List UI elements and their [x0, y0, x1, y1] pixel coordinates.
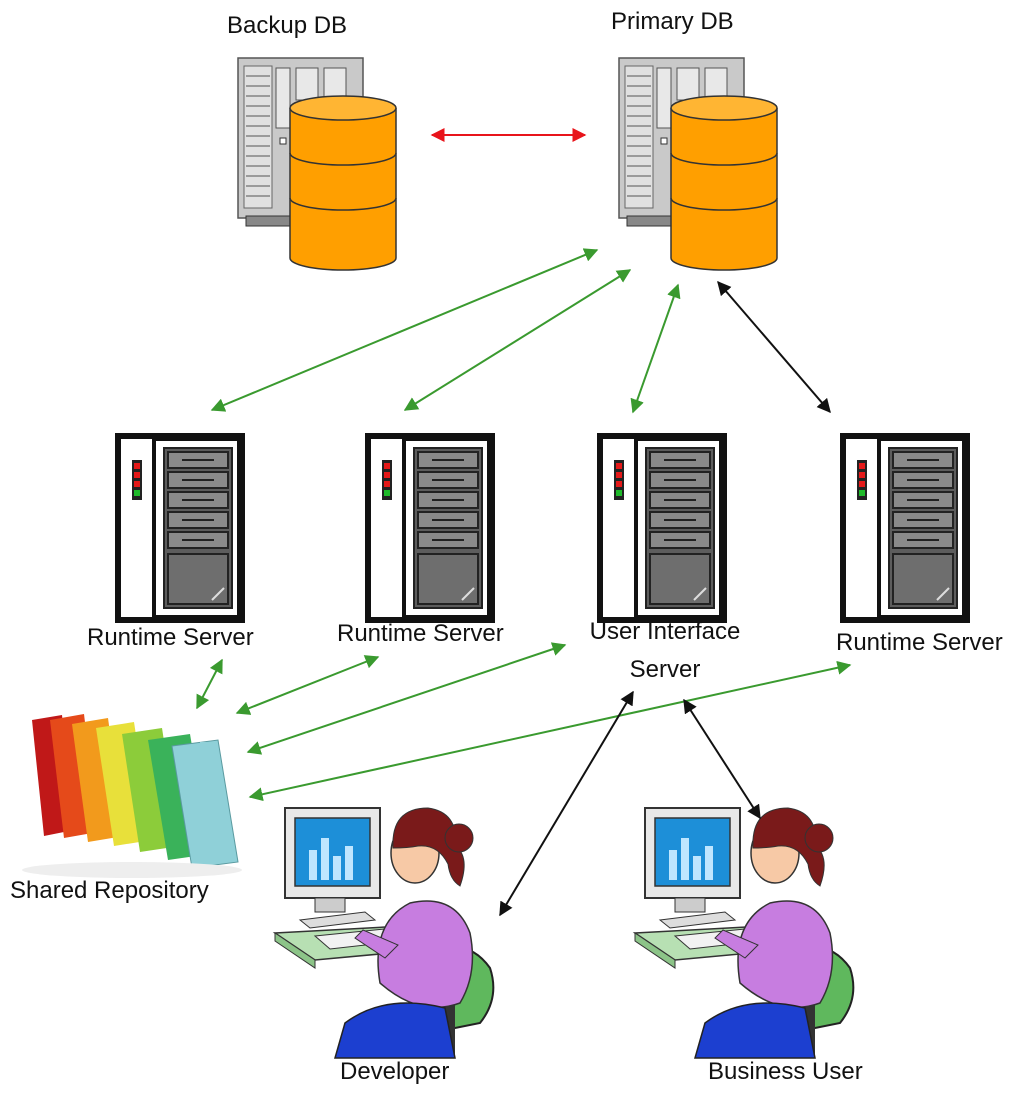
arrow-primarydb-runtime1 [210, 248, 599, 412]
business-user-label: Business User [708, 1058, 863, 1085]
runtime-server-3-label: Runtime Server [836, 629, 1003, 656]
runtime-server-1-label: Runtime Server [87, 624, 254, 651]
backup-db-icon [237, 57, 397, 271]
developer-label: Developer [340, 1058, 450, 1085]
backup-db-label: Backup DB [227, 12, 348, 39]
runtime-server-2-icon [368, 436, 492, 620]
runtime-server-3-icon [843, 436, 967, 620]
ui-server-icon [600, 436, 724, 620]
arrow-repo-runtime2 [235, 655, 380, 715]
ui-server-label-line2: Server [629, 656, 701, 683]
runtime-server-1-icon [118, 436, 242, 620]
runtime-server-2-label: Runtime Server [337, 620, 504, 647]
ui-server-label-line1: User Interface [589, 618, 741, 645]
primary-db-icon [618, 57, 778, 271]
primary-db-label: Primary DB [611, 8, 734, 35]
arrow-repo-runtime3 [248, 660, 852, 802]
arrow-repo-runtime1 [196, 658, 223, 710]
arrow-primarydb-runtime3 [717, 280, 831, 414]
business-user-icon [634, 807, 855, 1059]
shared-repository-icon [21, 713, 243, 879]
arrow-primarydb-runtime2 [403, 269, 632, 411]
developer-icon [274, 807, 495, 1059]
shared-repository-label: Shared Repository [10, 877, 209, 904]
arrow-repo-uiserver [246, 642, 567, 755]
arrow-uiserver-developer [499, 690, 634, 917]
arrow-uiserver-businessuser [683, 698, 761, 820]
arrow-primarydb-uiserver [630, 283, 681, 414]
